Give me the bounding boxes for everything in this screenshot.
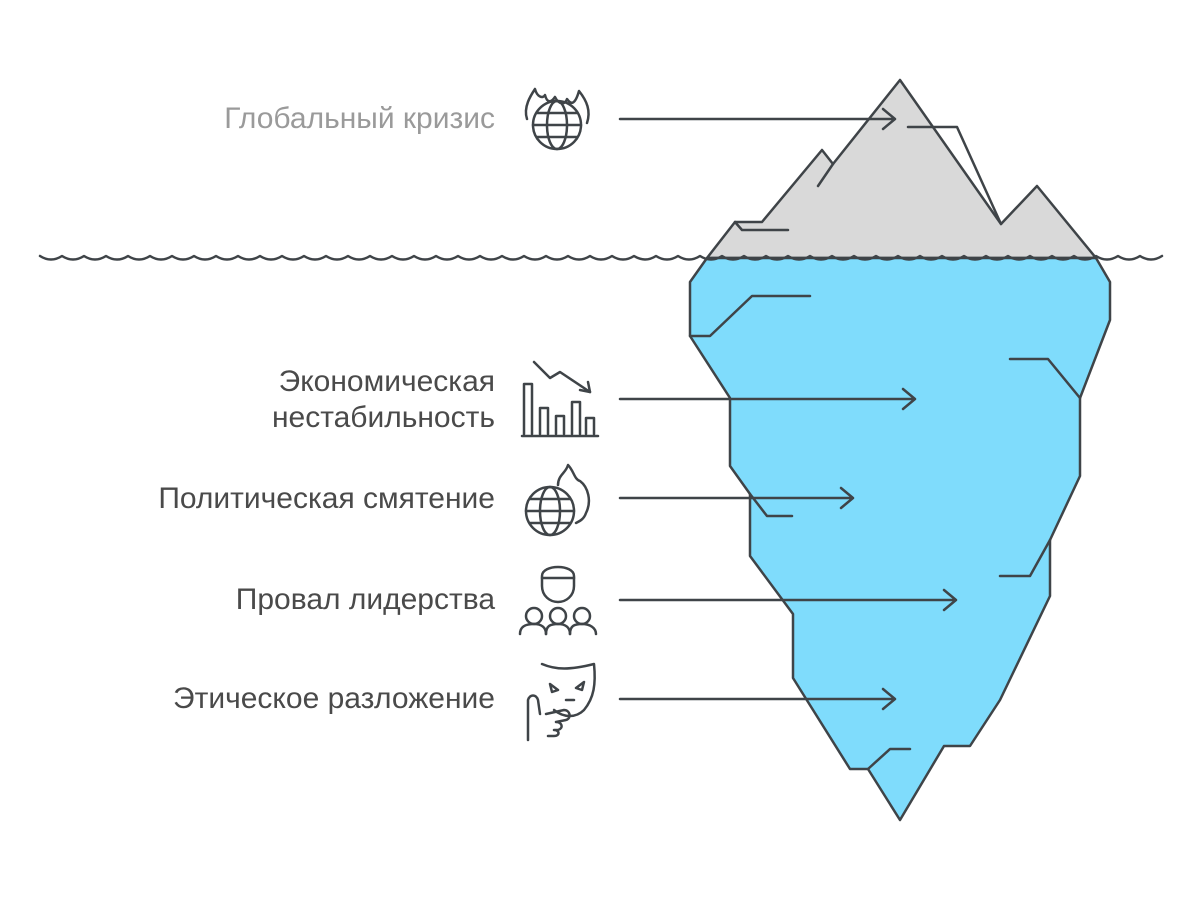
crack-line [816,162,835,188]
crack-line [906,125,1003,226]
crack-line [748,492,794,518]
crack-line [688,294,812,338]
declining-bar-chart-icon [520,360,600,438]
burning-globe-icon [524,463,591,537]
label-economic-instability-line-1: Экономическая [278,365,495,398]
hand-holding-mask-icon [526,662,596,742]
water-surface-line [38,254,1164,261]
label-economic-instability-line-2: нестабильность [271,401,495,434]
arrow-ethical-decay [618,687,897,711]
leader-with-team-icon [518,565,598,636]
label-economic-instability: Экономическая нестабильность [272,364,495,436]
crack-line [733,220,790,232]
iceberg-tip [705,78,1098,260]
iceberg-cracks [688,125,1082,771]
label-global-crisis: Глобальный кризис [224,102,495,135]
arrow-economic-instability [618,387,917,411]
iceberg-underwater [688,256,1112,822]
crack-line [866,747,912,771]
label-political-turmoil: Политическая смятение [158,482,495,515]
arrows [618,107,958,711]
label-ethical-decay: Этическое разложение [173,682,495,715]
label-leadership-failure: Провал лидерства [235,583,495,616]
burning-globe-icon [524,87,590,151]
crack-line [998,538,1052,578]
arrow-global-crisis [618,107,897,131]
crack-line [1008,357,1082,400]
arrow-political-turmoil [618,486,855,510]
arrow-leadership-failure [618,588,958,612]
